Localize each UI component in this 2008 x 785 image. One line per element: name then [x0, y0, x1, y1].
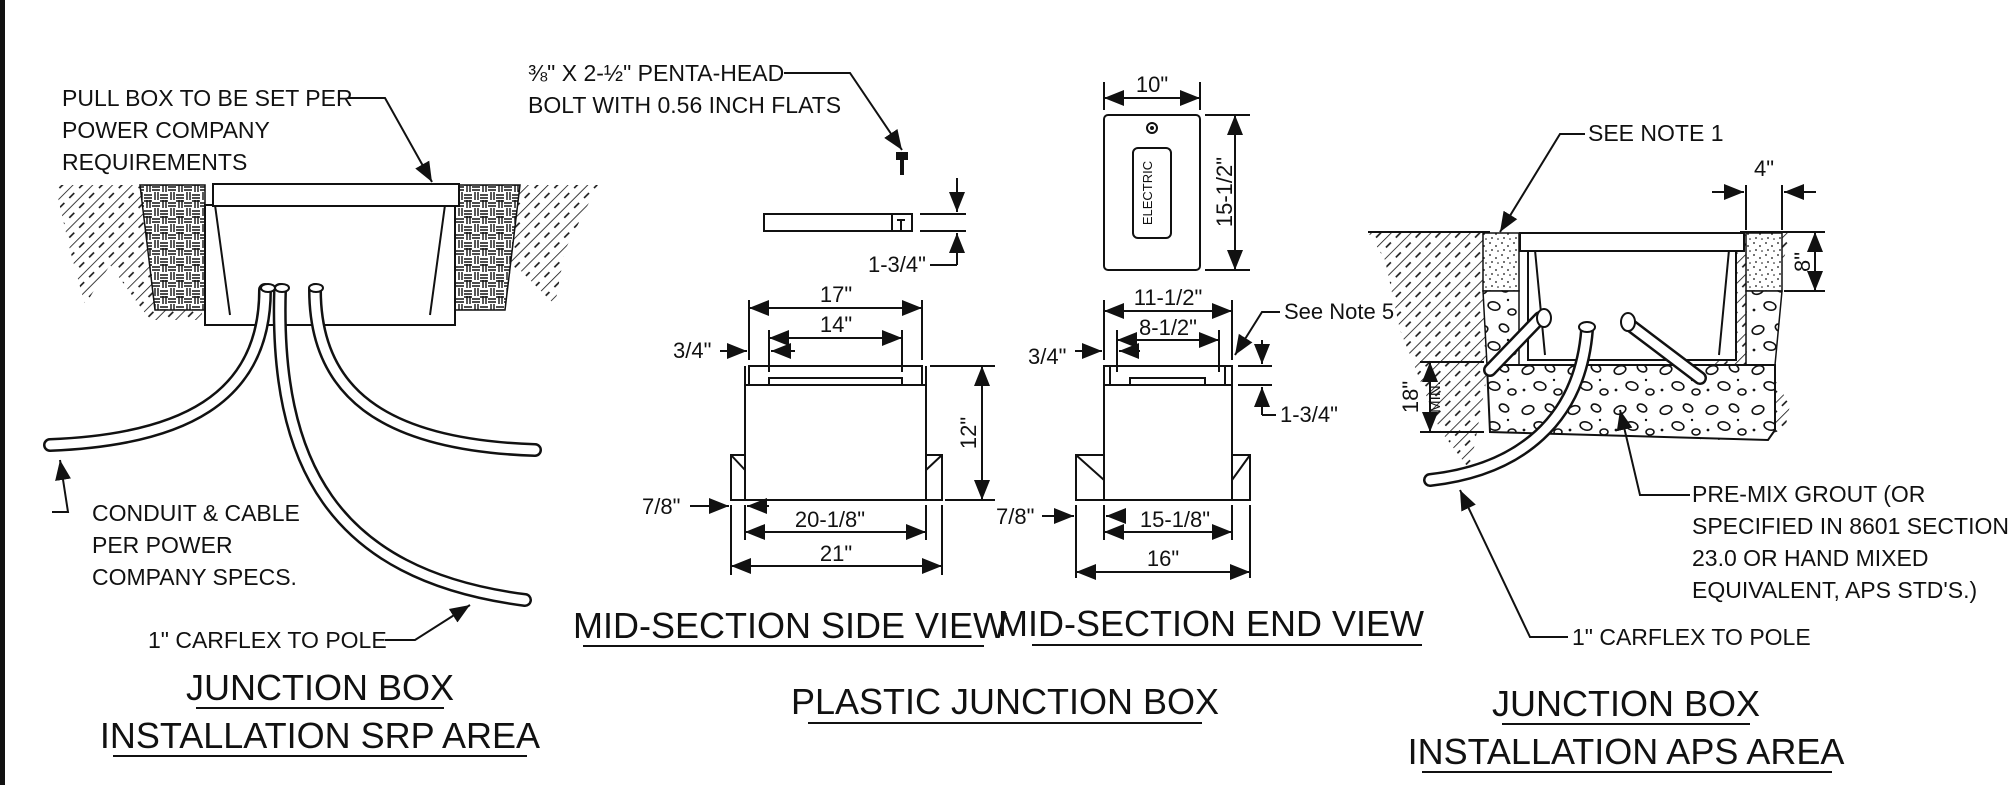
aps-sand-left — [1482, 232, 1520, 292]
lid-thickness-dim: 1-3/4" — [868, 252, 926, 277]
srp-box-body — [204, 204, 456, 326]
side-view-title: MID-SECTION SIDE VIEW — [573, 605, 1007, 646]
aps-min-label: MIN. — [1427, 381, 1444, 413]
srp-carflex-callout: 1" CARFLEX TO POLE — [148, 627, 387, 653]
aps-soil-left — [1368, 232, 1490, 470]
lid-width-dim: 10" — [1136, 72, 1168, 97]
lid-tag-text: ELECTRIC — [1140, 161, 1155, 225]
side-view-figure — [690, 300, 995, 575]
aps-grout-callout-1: PRE-MIX GROUT (OR — [1692, 481, 1925, 507]
side-flange-dim: 7/8" — [642, 494, 680, 519]
aps-installation-figure — [1368, 133, 1825, 638]
aps-box-body — [1527, 249, 1737, 361]
aps-box-lid — [1519, 232, 1745, 252]
lid-length-dim: 15-1/2" — [1212, 157, 1237, 227]
srp-conduit-callout-3: COMPANY SPECS. — [92, 564, 297, 590]
aps-see-note-1: SEE NOTE 1 — [1588, 120, 1723, 146]
lid-plan-figure — [1103, 82, 1250, 271]
end-top-inner-dim: 8-1/2" — [1139, 315, 1197, 340]
end-bottom-inner-dim: 15-1/8" — [1140, 507, 1210, 532]
main-title: PLASTIC JUNCTION BOX — [791, 681, 1219, 722]
srp-title-line1: JUNCTION BOX — [186, 667, 454, 708]
end-top-outer-dim: 11-1/2" — [1134, 285, 1203, 310]
lid-plan-tag — [1132, 147, 1172, 239]
end-see-note-5: See Note 5 — [1284, 299, 1394, 324]
side-bottom-inner-dim: 20-1/8" — [795, 507, 865, 532]
srp-pull-box-callout-2: POWER COMPANY — [62, 117, 270, 143]
bolt-callout-2: BOLT WITH 0.56 INCH FLATS — [528, 92, 841, 118]
bolt-callout-1: ⅜" X 2-½" PENTA-HEAD — [528, 60, 784, 86]
aps-min-depth-dim: 18" — [1398, 381, 1423, 413]
aps-carflex-callout: 1" CARFLEX TO POLE — [1572, 624, 1811, 650]
end-view-title: MID-SECTION END VIEW — [998, 603, 1424, 644]
end-lip-dim: 3/4" — [1028, 344, 1066, 369]
end-view-figure — [1042, 300, 1280, 580]
side-top-inner-dim: 14" — [820, 312, 852, 337]
side-bottom-outer-dim: 21" — [820, 541, 852, 566]
end-bottom-outer-dim: 16" — [1147, 546, 1179, 571]
srp-pull-box-callout-3: REQUIREMENTS — [62, 149, 247, 175]
side-height-dim: 12" — [956, 417, 981, 449]
srp-title-line2: INSTALLATION SRP AREA — [100, 715, 540, 756]
aps-title-line1: JUNCTION BOX — [1492, 683, 1760, 724]
side-top-outer-dim: 17" — [820, 282, 852, 307]
aps-sand-right — [1745, 232, 1783, 292]
aps-grout-callout-3: 23.0 OR HAND MIXED — [1692, 545, 1928, 571]
srp-box-lid — [212, 183, 460, 207]
end-flange-dim: 7/8" — [996, 504, 1034, 529]
lid-plan-outline — [1103, 114, 1201, 271]
aps-top-depth-dim: 8" — [1790, 252, 1815, 272]
srp-conduit-callout-2: PER POWER — [92, 532, 233, 558]
aps-top-width-dim: 4" — [1754, 156, 1774, 181]
aps-title-line2: INSTALLATION APS AREA — [1408, 731, 1845, 772]
side-lip-dim: 3/4" — [673, 338, 711, 363]
aps-grout-callout-2: SPECIFIED IN 8601 SECTION — [1692, 513, 2008, 539]
bolt-figure — [784, 72, 908, 175]
srp-installation-figure — [43, 97, 598, 641]
srp-conduit-callout-1: CONDUIT & CABLE — [92, 500, 300, 526]
aps-grout-base — [1485, 364, 1776, 442]
srp-backfill-right — [454, 184, 521, 311]
srp-pull-box-callout-1: PULL BOX TO BE SET PER — [62, 85, 353, 111]
end-lid-depth-dim: 1-3/4" — [1280, 402, 1338, 427]
aps-grout-callout-4: EQUIVALENT, APS STD'S.) — [1692, 577, 1977, 603]
lid-section-figure — [763, 178, 966, 266]
